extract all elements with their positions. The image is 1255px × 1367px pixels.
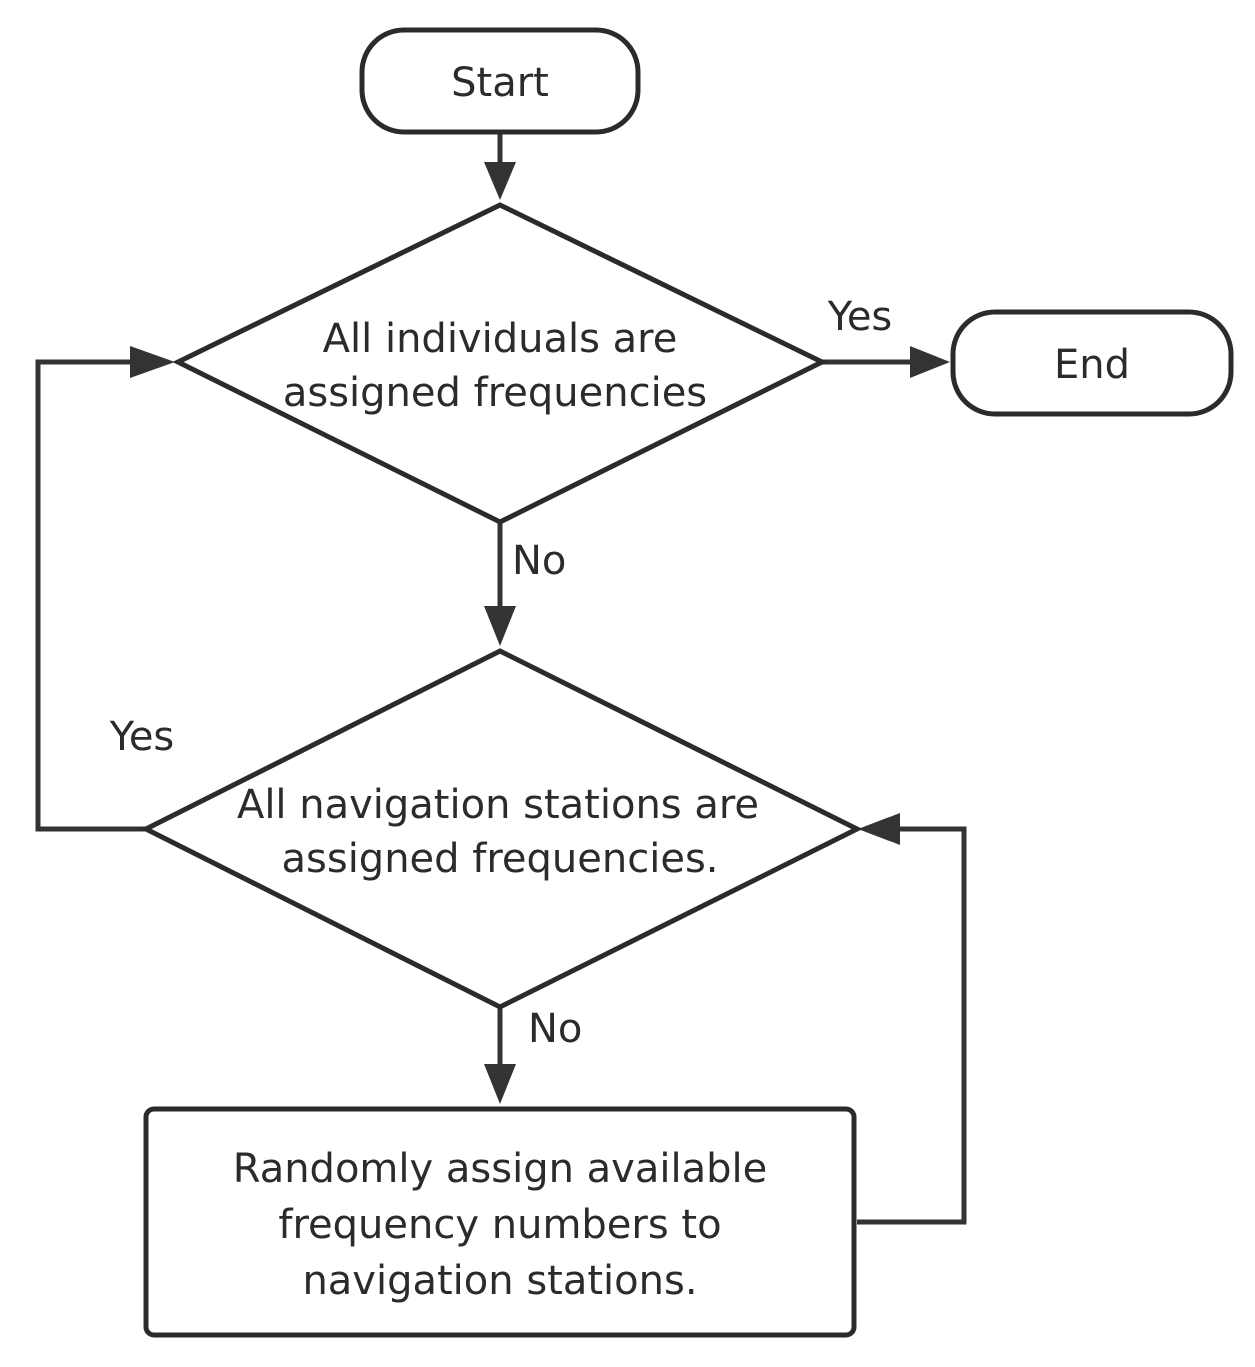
decision-individuals-shape: [172, 202, 828, 525]
arrowhead-decision1-to-end: [910, 346, 950, 378]
connector-process-loop-back: [857, 826, 967, 1225]
process-assign-shape: [143, 1106, 857, 1338]
edge-label-stations-yes: Yes: [109, 714, 175, 760]
decision-stations-shape: [140, 648, 863, 1010]
end-node: End: [950, 309, 1234, 417]
edge-label-individuals-no: No: [512, 538, 566, 584]
start-terminator-shape: [359, 27, 641, 135]
arrowhead-decision1-to-decision2: [484, 606, 516, 646]
arrowhead-decision2-to-process: [484, 1064, 516, 1104]
decision-stations-line-2: assigned frequencies.: [282, 836, 719, 882]
arrowhead-process-loop-back: [858, 813, 900, 845]
process-assign-line-1: Randomly assign available: [233, 1146, 767, 1192]
start-label: Start: [451, 60, 549, 106]
decision-individuals-line-1: All individuals are: [323, 316, 678, 362]
decision-individuals-node: All individuals are assigned frequencies: [172, 202, 828, 525]
decision-individuals-line-2: assigned frequencies: [283, 370, 707, 416]
process-assign-node: Randomly assign available frequency numb…: [143, 1106, 857, 1338]
process-assign-line-2: frequency numbers to: [278, 1202, 721, 1248]
edge-label-individuals-yes: Yes: [827, 294, 893, 340]
decision-stations-node: All navigation stations are assigned fre…: [140, 648, 863, 1010]
edge-label-stations-no: No: [528, 1006, 582, 1052]
start-node: Start: [359, 27, 641, 135]
process-assign-line-3: navigation stations.: [302, 1258, 697, 1304]
decision-stations-line-1: All navigation stations are: [237, 782, 759, 828]
connector-decision2-loop-back: [35, 359, 146, 832]
arrowhead-decision2-loop-back: [130, 346, 175, 378]
end-label: End: [1054, 342, 1130, 388]
end-terminator-shape: [950, 309, 1234, 417]
arrowhead-start-to-decision1: [484, 162, 516, 200]
